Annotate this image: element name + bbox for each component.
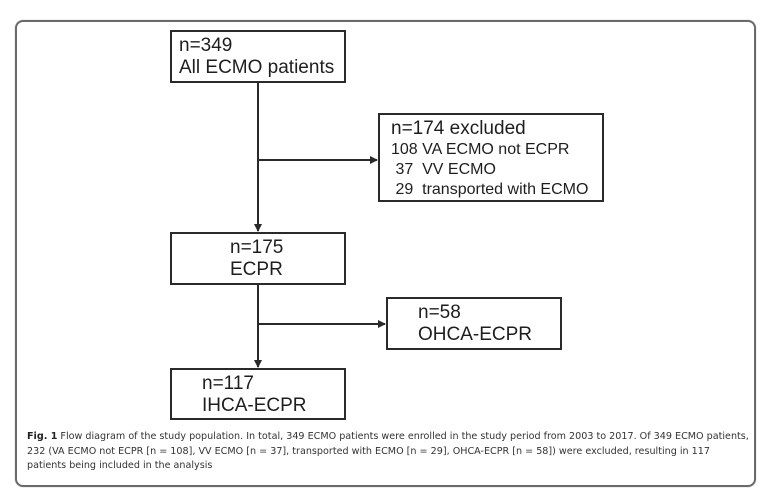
node-ihca-ecpr: n=117 IHCA-ECPR	[170, 368, 346, 420]
node-all-ecmo: n=349 All ECMO patients	[170, 30, 346, 83]
node-excluded: n=174 excluded 108 VA ECMO not ECPR 37 V…	[378, 113, 604, 202]
node-ecpr-label: ECPR	[230, 259, 283, 280]
node-ohca-ecpr: n=58 OHCA-ECPR	[386, 297, 562, 350]
node-excluded-transported: 29 transported with ECMO	[391, 181, 589, 198]
caption-label: Fig. 1	[27, 431, 58, 442]
node-ihca-label: IHCA-ECPR	[202, 395, 307, 416]
node-ohca-label: OHCA-ECPR	[418, 324, 533, 345]
node-ecpr-count: n=175	[230, 237, 284, 258]
figure-caption: Fig. 1 Flow diagram of the study populat…	[27, 430, 752, 474]
node-excluded-va: 108 VA ECMO not ECPR	[391, 141, 570, 158]
node-all-count: n=349	[179, 35, 233, 56]
figure-frame	[15, 20, 756, 487]
node-ecpr: n=175 ECPR	[170, 232, 346, 285]
node-excluded-vv: 37 VV ECMO	[391, 161, 496, 178]
node-ihca-count: n=117	[202, 373, 254, 394]
node-all-label: All ECMO patients	[179, 57, 335, 78]
caption-text: Flow diagram of the study population. In…	[27, 431, 749, 471]
node-ohca-count: n=58	[418, 302, 461, 323]
node-excluded-count: n=174 excluded	[391, 118, 526, 139]
